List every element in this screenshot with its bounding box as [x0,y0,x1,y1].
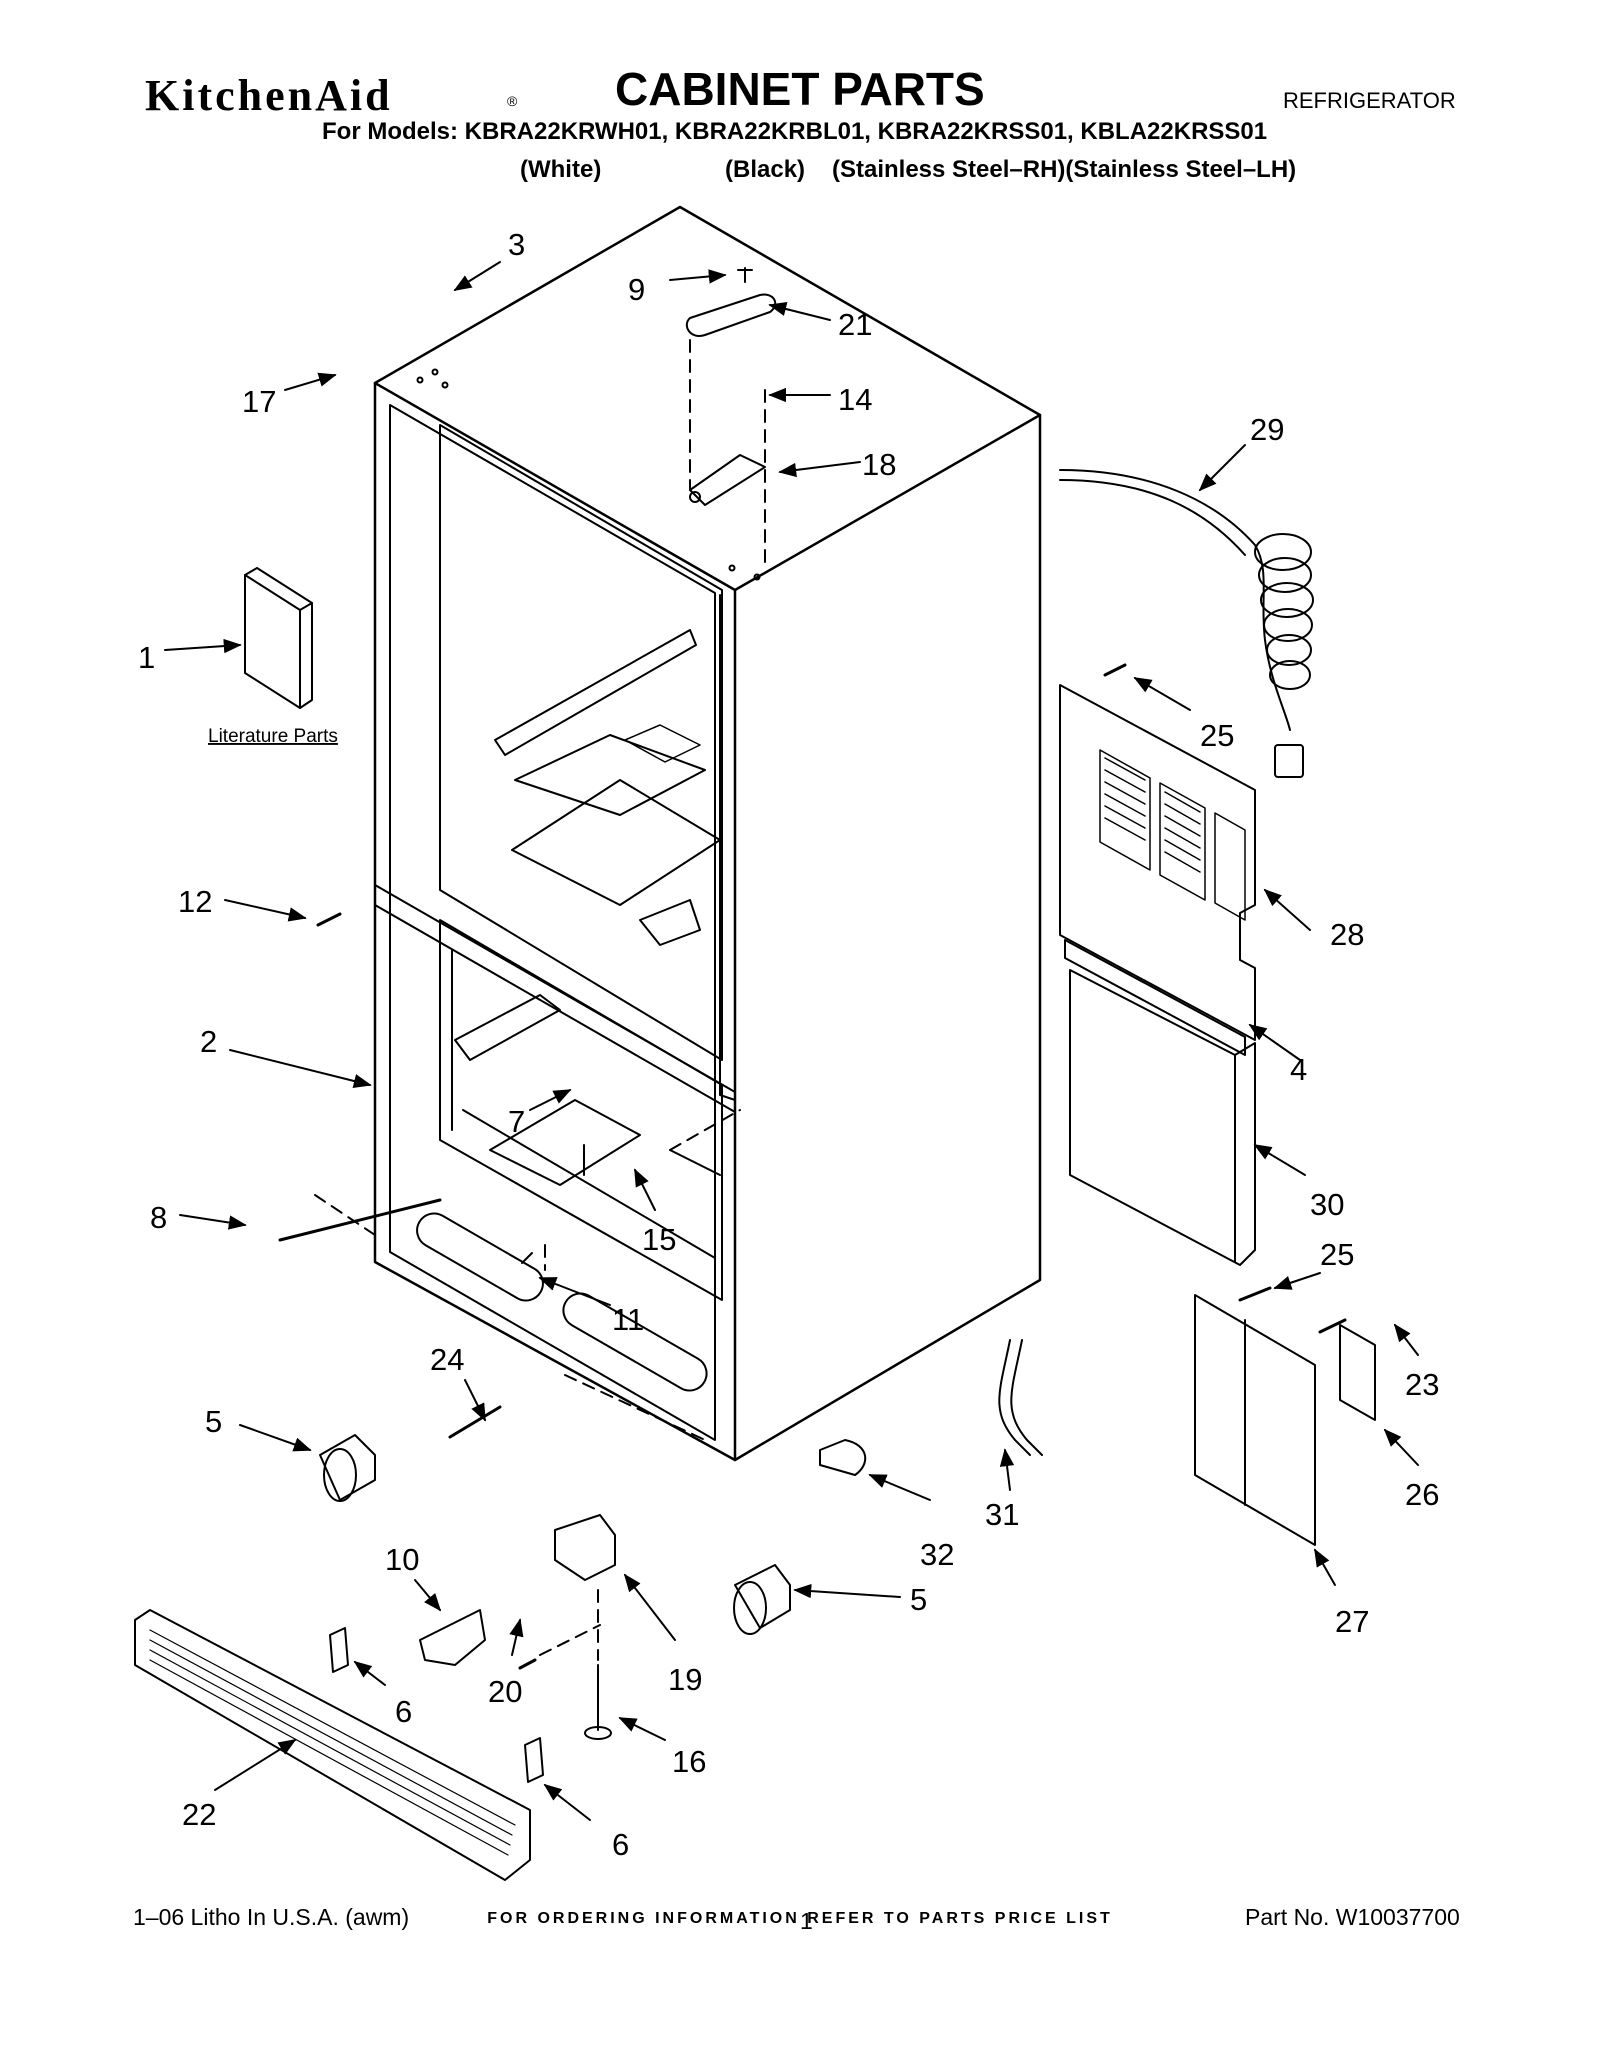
brand-logo: KitchenAid [145,71,393,120]
callout-11: 11 [612,1302,644,1337]
variant-white: (White) [520,156,602,183]
callout-31: 31 [985,1497,1019,1532]
category-label: REFRIGERATOR [1283,88,1456,113]
callout-20: 20 [488,1674,522,1709]
page-number: 1 [800,1908,813,1934]
callout-19: 19 [668,1662,702,1697]
drain-tube [998,1339,1043,1456]
callout-8: 8 [150,1200,167,1235]
callout-7: 7 [508,1104,525,1139]
rear-caster [733,1564,791,1635]
toe-grille [134,1609,531,1881]
callout-23: 23 [1405,1367,1439,1402]
callout-10: 10 [385,1542,419,1577]
ordering-note: FOR ORDERING INFORMATION REFER TO PARTS … [487,1910,1113,1927]
callout-2: 2 [200,1024,217,1059]
cover-plate [1339,1324,1376,1421]
callout-17: 17 [242,384,276,419]
callout-22: 22 [182,1797,216,1832]
callout-4: 4 [1290,1052,1307,1087]
callout-30: 30 [1310,1187,1344,1222]
variant-black: (Black) [725,156,806,183]
tube-clamp [819,1439,867,1476]
litho-note: 1–06 Litho In U.S.A. (awm) [133,1904,410,1930]
compressor-cover [1194,1294,1316,1546]
literature-parts-label: Literature Parts [208,726,338,747]
models-line: For Models: KBRA22KRWH01, KBRA22KRBL01, … [322,118,1268,145]
callout-18: 18 [862,447,896,482]
callout-25-top: 25 [1200,718,1234,753]
front-caster-left [319,1434,376,1502]
callout-24: 24 [430,1342,464,1377]
callout-29: 29 [1250,412,1284,447]
cabinet-body [373,205,1042,1462]
callout-15: 15 [642,1222,676,1257]
access-trim-strip [1064,939,1246,1056]
literature-booklet [244,567,313,709]
callout-28: 28 [1330,917,1364,952]
screw-parts [278,663,1347,1670]
variant-stainless: (Stainless Steel–RH)(Stainless Steel–LH) [832,156,1297,183]
insulation-block [1069,969,1256,1266]
callout-16: 16 [672,1744,706,1779]
callout-1: 1 [138,640,155,675]
callout-numbers: 3 9 21 14 17 18 29 1 25 28 12 4 2 7 30 1… [138,227,1439,1862]
callout-5-right: 5 [910,1582,927,1617]
toe-grille-clip [329,1627,544,1783]
callout-27: 27 [1335,1604,1369,1639]
leveling-bracket [554,1514,616,1581]
callout-12: 12 [178,884,212,919]
callout-14: 14 [838,382,872,417]
page-title: CABINET PARTS [615,63,985,115]
callout-6-lower: 6 [612,1827,629,1862]
callout-32: 32 [920,1537,954,1572]
callout-21: 21 [838,307,872,342]
front-bracket [419,1609,486,1666]
power-cord [1059,469,1314,778]
part-number: Part No. W10037700 [1245,1904,1460,1930]
callout-25-bottom: 25 [1320,1237,1354,1272]
callout-26: 26 [1405,1477,1439,1512]
callout-5-left: 5 [205,1404,222,1439]
callout-3: 3 [508,227,525,262]
callout-9: 9 [628,272,645,307]
registered-mark: ® [507,93,518,109]
guide-lines [314,1109,741,1656]
top-hinge [689,454,766,506]
leveling-leg [584,1664,612,1740]
rear-access-panel [1059,684,1256,1041]
callout-6-upper: 6 [395,1694,412,1729]
callout-leaders [164,261,1419,1821]
